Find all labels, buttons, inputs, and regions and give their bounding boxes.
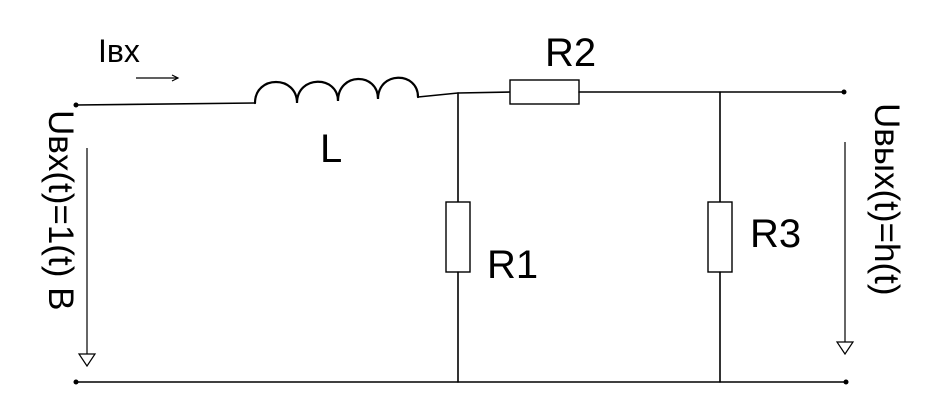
wire-inductor-junction bbox=[417, 92, 459, 98]
output-voltage-label: Uвых(t)=h(t) bbox=[867, 103, 906, 296]
resistor-r1-label: R1 bbox=[487, 243, 538, 287]
resistor-r2 bbox=[509, 79, 580, 105]
wire-junction-r2 bbox=[457, 91, 511, 94]
input-terminal-bottom bbox=[73, 379, 79, 385]
output-voltage-arrow bbox=[835, 142, 855, 356]
output-terminal-top bbox=[841, 89, 847, 95]
inductor-coil bbox=[253, 76, 420, 105]
top-wire-input bbox=[75, 102, 256, 106]
input-current-arrow bbox=[136, 74, 180, 82]
input-voltage-arrow bbox=[77, 148, 97, 368]
inductor-label: L bbox=[320, 127, 342, 171]
resistor-r3-label: R3 bbox=[750, 212, 801, 256]
input-terminal-top bbox=[73, 102, 79, 108]
resistor-r3 bbox=[707, 201, 733, 273]
input-voltage-label: Uвх(t)=1(t) В bbox=[41, 110, 80, 310]
input-current-label: Iвх bbox=[98, 33, 140, 69]
resistor-r1 bbox=[445, 201, 471, 273]
output-terminal-bottom bbox=[843, 379, 849, 385]
resistor-r2-label: R2 bbox=[545, 31, 596, 75]
